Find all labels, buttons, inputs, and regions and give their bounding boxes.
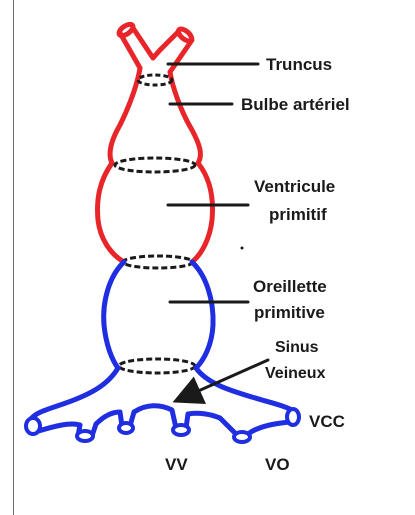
label-bulbe: Bulbe artériel [241, 95, 350, 114]
label-oreillette-line2: primitive [254, 303, 325, 322]
label-vcc: VCC [309, 412, 345, 431]
arterial-outline [98, 22, 213, 262]
vein-opening-vv-mid-right [173, 425, 189, 435]
vein-opening-vv-mid-left [119, 423, 133, 433]
blue-right-wall [192, 262, 213, 368]
label-ventricule-line1: Ventricule [254, 177, 335, 196]
sulcus-sino-atrial [119, 359, 195, 373]
red-left-wall [98, 68, 140, 262]
sulcus-bulbo-ventricular [115, 158, 195, 172]
label-sinus-line1: Sinus [275, 339, 319, 356]
vein-opening-vcc [287, 409, 299, 425]
label-ventricule-line2: primitif [269, 205, 327, 224]
vein-opening-vv-left [77, 431, 93, 441]
sulci [115, 75, 195, 373]
vein-opening-left-horn [26, 418, 40, 434]
label-truncus: Truncus [266, 55, 332, 74]
label-oreillette-line1: Oreillette [253, 277, 327, 296]
vein-opening-vo [234, 432, 250, 442]
leader-sinus [178, 360, 268, 400]
label-vo: VO [265, 455, 290, 474]
label-vv: VV [165, 455, 188, 474]
truncus-left-branch-inner [133, 28, 160, 58]
truncus-left-opening [117, 22, 135, 38]
sulcus-truncus-bulbe [138, 75, 172, 85]
label-sinus-line2: Veineux [265, 365, 326, 382]
sinus-left-horn [30, 368, 118, 420]
truncus-right-opening [176, 27, 193, 43]
sulcus-atrio-ventricular [123, 256, 193, 268]
blue-left-wall [104, 262, 124, 368]
truncus-right-branch [160, 32, 178, 50]
detail-dot [241, 247, 244, 250]
truncus-right-branch-outer [170, 40, 192, 72]
sinus-lower-contour [35, 406, 290, 436]
